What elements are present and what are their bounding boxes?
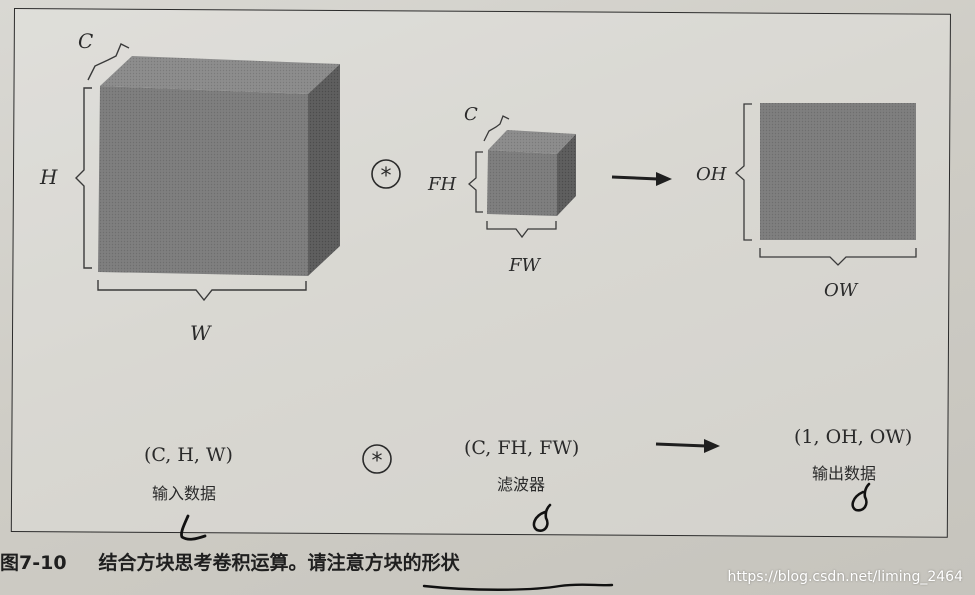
caption-text-underlined: 注意方块的形状	[326, 552, 460, 574]
handwritten-mark-3	[851, 482, 871, 512]
input-block-top	[100, 56, 340, 94]
svg-text:*: *	[372, 449, 383, 474]
input-w-label: W	[190, 321, 212, 345]
input-h-label: H	[39, 165, 58, 189]
filter-fh-brace	[468, 151, 483, 213]
input-block	[98, 56, 340, 276]
filter-c-label: C	[464, 104, 478, 125]
input-block-front	[98, 86, 308, 276]
filter-fh-label: FH	[427, 174, 456, 195]
input-c-label: C	[78, 29, 93, 53]
filter-shape-label: (C, FH, FW)	[464, 437, 580, 459]
filter-name-label: 滤波器	[497, 475, 546, 494]
filter-block	[487, 130, 576, 216]
filter-block-front	[487, 150, 557, 216]
input-name-label: 输入数据	[152, 484, 217, 503]
convolution-operator-top: *	[371, 159, 401, 189]
filter-c-brace	[483, 115, 510, 142]
output-oh-brace	[735, 103, 752, 241]
handwritten-mark-1	[180, 514, 207, 541]
caption-underline	[422, 583, 614, 591]
output-oh-label: OH	[696, 164, 727, 185]
output-name-label: 输出数据	[812, 464, 877, 483]
convolution-operator-bottom: *	[362, 444, 392, 474]
svg-text:*: *	[381, 164, 392, 189]
output-block	[760, 103, 916, 240]
output-ow-brace	[759, 248, 917, 266]
input-w-brace	[97, 280, 307, 302]
watermark-url: https://blog.csdn.net/liming_2464	[727, 569, 963, 585]
output-shape-label: (1, OH, OW)	[794, 426, 913, 448]
handwritten-mark-2	[532, 503, 552, 532]
filter-block-side	[557, 134, 576, 216]
input-c-brace	[87, 43, 130, 81]
filter-fw-label: FW	[508, 255, 541, 276]
input-h-brace	[75, 87, 92, 269]
figure-number: 图7-10	[0, 552, 67, 574]
output-ow-label: OW	[824, 280, 859, 301]
figure-caption: 图7-10 结合方块思考卷积运算。请注意方块的形状	[0, 548, 460, 575]
filter-fw-brace	[486, 221, 557, 239]
input-block-side	[308, 64, 340, 276]
arrow-top	[611, 172, 672, 186]
caption-text: 结合方块思考卷积运算。请	[98, 552, 327, 574]
input-shape-label: (C, H, W)	[144, 444, 233, 466]
arrow-bottom	[655, 439, 720, 453]
filter-block-top	[488, 130, 576, 154]
